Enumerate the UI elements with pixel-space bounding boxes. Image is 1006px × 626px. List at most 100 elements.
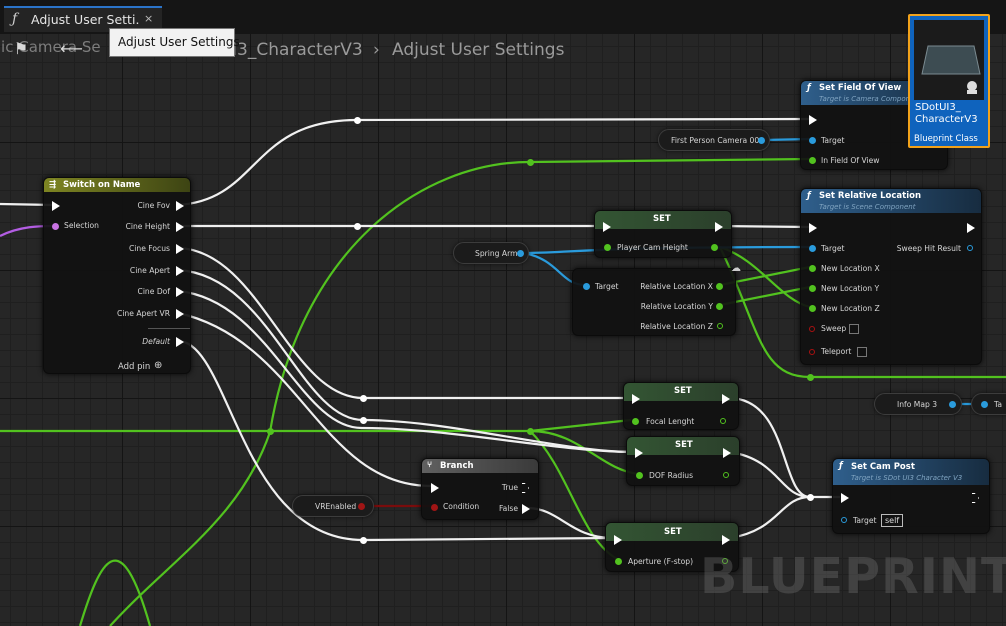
reroute-node[interactable] (360, 537, 367, 544)
exec-out-pin[interactable] (967, 223, 975, 233)
location-y-label: New Location Y (821, 284, 880, 293)
exec-out-pin[interactable] (176, 266, 184, 276)
node-switch-on-name[interactable]: ⇶ Switch on Name Selection Cine Fov Cine… (43, 177, 191, 374)
plane-mesh-icon (921, 45, 981, 94)
condition-pin[interactable] (431, 504, 438, 511)
sweep-pin[interactable] (809, 326, 815, 332)
node-set-dof-radius[interactable]: SET DOF Radius (626, 436, 740, 486)
breadcrumb-graph[interactable]: Adjust User Settings (392, 40, 565, 60)
node-set-relative-location[interactable]: ƒ Set Relative Location Target is Scene … (800, 188, 982, 365)
exec-in-pin[interactable] (52, 201, 60, 211)
exec-in-pin[interactable] (635, 448, 643, 458)
reroute-node[interactable] (360, 417, 367, 424)
tab-adjust-user-settings[interactable]: ƒ Adjust User Setti… × (4, 6, 162, 32)
add-pin-icon[interactable]: ⊕ (154, 360, 163, 371)
false-exec-pin[interactable] (522, 504, 530, 514)
var-partial[interactable]: Ta (971, 393, 1006, 415)
teleport-pin[interactable] (809, 349, 815, 355)
value-out-pin[interactable] (720, 418, 726, 424)
fov-label: In Field Of View (821, 156, 880, 165)
exec-out-pin[interactable] (972, 493, 979, 503)
value-out-pin[interactable] (711, 244, 718, 251)
target-pin[interactable] (809, 137, 816, 144)
bookmark-icon[interactable]: ⚑ (13, 39, 29, 58)
exec-out-pin[interactable] (176, 244, 184, 254)
var-vr-enabled[interactable]: VREnabled (292, 495, 374, 517)
target-pin[interactable] (809, 245, 816, 252)
reroute-node[interactable] (267, 428, 274, 435)
var-out-pin[interactable] (358, 503, 365, 510)
var-first-person-camera[interactable]: First Person Camera 00 (658, 129, 770, 151)
breadcrumb-partial[interactable]: :ic Camera Se (0, 38, 101, 56)
close-icon[interactable]: × (144, 12, 154, 25)
value-pin[interactable] (632, 418, 639, 425)
value-out-pin[interactable] (723, 472, 729, 478)
back-arrow-icon[interactable]: ⟵ (60, 39, 83, 58)
sweep-checkbox[interactable] (849, 324, 859, 334)
node-get-relative-location[interactable]: Target Relative Location X Relative Loca… (572, 263, 741, 336)
exec-out-pin[interactable] (722, 394, 730, 404)
teleport-checkbox[interactable] (857, 347, 867, 357)
exec-out-pin[interactable] (722, 535, 730, 545)
target-pin[interactable] (583, 283, 590, 290)
exec-in-pin[interactable] (809, 115, 817, 125)
exec-in-pin[interactable] (614, 535, 622, 545)
node-set-player-cam-height[interactable]: SET Player Cam Height (594, 210, 732, 258)
reroute-node[interactable] (807, 374, 814, 381)
target-pin[interactable] (841, 517, 847, 523)
wire-set4-out (729, 495, 811, 540)
exec-out-pin[interactable] (176, 337, 184, 347)
target-label: Target (853, 516, 877, 525)
exec-in-pin[interactable] (431, 483, 439, 493)
var-in-pin[interactable] (981, 401, 988, 408)
rel-y-pin[interactable] (716, 303, 723, 310)
rel-x-pin[interactable] (716, 283, 723, 290)
reroute-node[interactable] (807, 494, 814, 501)
fov-pin[interactable] (809, 157, 816, 164)
rel-z-pin[interactable] (717, 323, 723, 329)
reroute-node[interactable] (360, 395, 367, 402)
exec-in-pin[interactable] (809, 223, 817, 233)
exec-in-pin[interactable] (603, 222, 611, 232)
reroute-node[interactable] (527, 159, 534, 166)
location-z-pin[interactable] (809, 305, 816, 312)
exec-out-pin[interactable] (723, 448, 731, 458)
value-out-pin[interactable] (722, 558, 728, 564)
node-title: Set Relative Location (819, 191, 922, 201)
var-out-pin[interactable] (949, 401, 956, 408)
exec-out-pin[interactable] (176, 222, 184, 232)
node-branch[interactable]: ⑂ Branch True Condition False (421, 458, 539, 520)
reroute-node[interactable] (527, 428, 534, 435)
true-exec-pin[interactable] (522, 483, 529, 493)
var-out-pin[interactable] (758, 137, 765, 144)
exec-out-pin[interactable] (176, 309, 184, 319)
node-set-aperture[interactable]: SET Aperture (F-stop) (605, 522, 739, 572)
reroute-node[interactable] (354, 117, 361, 124)
var-info-map[interactable]: Info Map 3 (874, 393, 962, 415)
node-set-focal-length[interactable]: SET Focal Lenght (623, 382, 739, 430)
value-pin[interactable] (636, 472, 643, 479)
breadcrumb-class[interactable]: I3_CharacterV3 (232, 40, 363, 60)
node-set-cam-post[interactable]: ƒ Set Cam Post Target is SDot UI3 Charac… (832, 458, 990, 534)
switch-icon: ⇶ (49, 180, 57, 190)
location-x-pin[interactable] (809, 265, 816, 272)
location-y-pin[interactable] (809, 285, 816, 292)
blueprint-class-thumbnail[interactable]: SDotUI3_ CharacterV3 Blueprint Class (908, 14, 990, 148)
condition-label: Condition (443, 502, 480, 511)
self-field[interactable]: self (881, 514, 904, 527)
value-pin[interactable] (604, 244, 611, 251)
exec-out-pin[interactable] (176, 201, 184, 211)
node-title: Set Field Of View (819, 83, 902, 93)
exec-out-pin[interactable] (176, 287, 184, 297)
exec-out-pin[interactable] (715, 222, 723, 232)
selection-pin[interactable] (52, 223, 59, 230)
var-out-pin[interactable] (517, 250, 524, 257)
reroute-node[interactable] (354, 223, 361, 230)
exec-in-pin[interactable] (841, 493, 849, 503)
sweep-hit-pin[interactable] (967, 245, 973, 251)
var-spring-arm[interactable]: Spring Arm (453, 242, 529, 264)
exec-in-pin[interactable] (632, 394, 640, 404)
var-label: VREnabled (315, 502, 357, 511)
value-pin[interactable] (615, 558, 622, 565)
add-pin-button[interactable]: Add pin (118, 362, 151, 372)
